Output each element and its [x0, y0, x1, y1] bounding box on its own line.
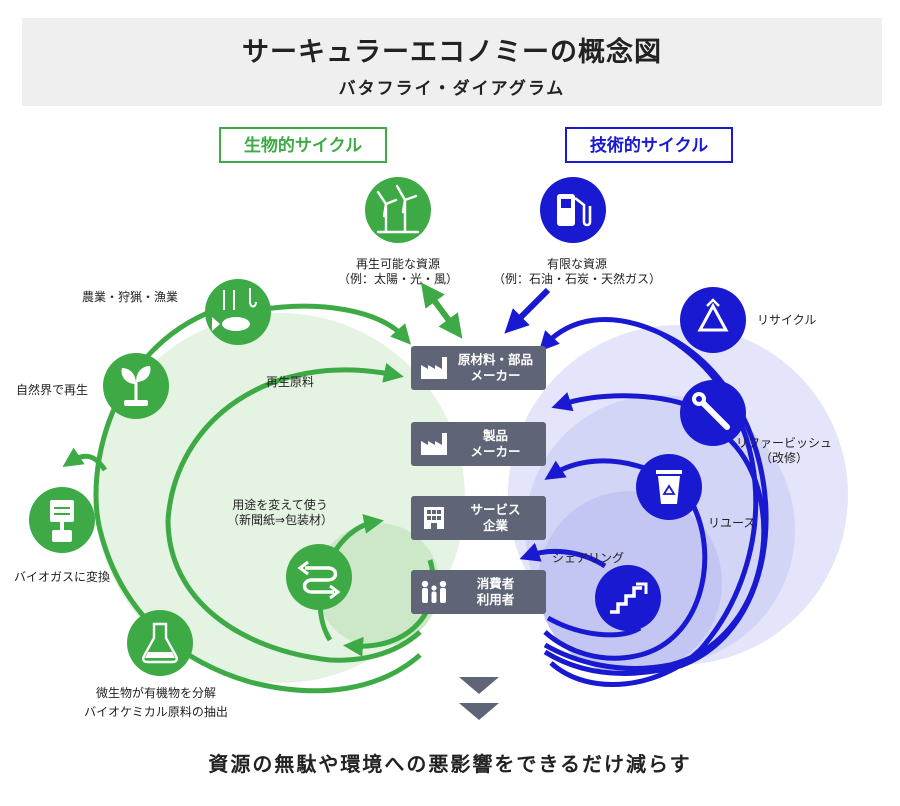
reuse-label: リユース [708, 516, 756, 530]
renewable-resource-label: 再生可能な資源 （例：太陽・光・風） [337, 257, 458, 286]
flow-box-line2: メーカー [470, 368, 521, 383]
down-arrow-1 [459, 677, 499, 694]
flow-box-line2: 企業 [482, 518, 508, 533]
recycle-arrow [538, 317, 759, 688]
wind-turbine-icon [365, 177, 431, 243]
biological-cycle-label: 生物的サイクル [219, 127, 387, 163]
flow-box-line1: サービス [470, 502, 521, 517]
agriculture-fish-icon [205, 279, 271, 345]
biological-outer-loop [257, 303, 412, 345]
factory-icon [421, 357, 447, 379]
header-banner: サーキュラーエコノミーの概念図 バタフライ・ダイアグラム [22, 18, 882, 106]
recycle-bin-icon [636, 454, 702, 520]
flow-box-line1: 消費者 [476, 576, 515, 591]
biogas-plant-icon [29, 487, 95, 553]
renewable-material-loop [165, 519, 422, 663]
renewable-resource-arrow [420, 282, 463, 339]
flow-box-service-company: サービス 企業 [411, 496, 546, 540]
sharing-loop [546, 615, 642, 638]
factory-icon [421, 433, 447, 455]
office-building-icon [424, 507, 444, 529]
cascade-reuse-icon [286, 544, 352, 610]
flask-icon [127, 610, 193, 676]
flow-box-consumer: 消費者 利用者 [411, 570, 546, 614]
down-arrow-2 [459, 703, 499, 720]
biogas-label: バイオガスに変換 [14, 570, 111, 584]
page-title: サーキュラーエコノミーの概念図 [242, 37, 662, 68]
reuse-arrow [544, 458, 651, 480]
regenerate-label: 自然界で再生 [16, 383, 89, 397]
microbe-label: 微生物が有機物を分解 バイオケミカル原料の抽出 [84, 686, 228, 719]
refurbish-loop [543, 438, 767, 671]
sharing-label: シェアリング [552, 551, 625, 565]
page-subtitle: バタフライ・ダイアグラム [338, 79, 566, 99]
sprout-icon [103, 353, 169, 419]
fuel-pump-icon [540, 177, 606, 243]
people-icon [421, 580, 447, 603]
renewable-material-arrow [165, 363, 404, 521]
conclusion-text: 資源の無駄や環境への悪影響をできるだけ減らす [208, 752, 692, 776]
finite-resource-arrow [504, 287, 551, 334]
flow-box-line2: 利用者 [476, 592, 515, 607]
flow-box-line1: 製品 [482, 428, 508, 443]
sharing-arrow [519, 542, 607, 569]
flow-box-line1: 原材料・部品 [457, 352, 533, 367]
reuse-loop [543, 503, 708, 661]
wrench-icon [680, 380, 746, 446]
cascade-label: 用途を変えて使う （新聞紙⇒包装材） [226, 498, 334, 527]
biological-inner-fill [316, 523, 440, 647]
renewable-material-label: 再生原料 [266, 375, 315, 389]
technical-cycle-label: 技術的サイクル [565, 127, 733, 163]
flow-box-line2: メーカー [470, 444, 521, 459]
flow-box-product-maker: 製品 メーカー [411, 422, 546, 466]
biogas-arrow [62, 447, 108, 472]
recycle-icon [680, 287, 746, 353]
finite-resource-label: 有限な資源 （例：石油・石炭・天然ガス） [492, 257, 661, 286]
recycle-label: リサイクル [757, 313, 817, 327]
flow-box-raw-material-maker: 原材料・部品 メーカー [411, 346, 546, 390]
refurbish-label: リファービッシュ （改修） [735, 436, 832, 465]
sharing-stairs-icon [595, 565, 661, 631]
agriculture-label: 農業・狩猟・漁業 [82, 290, 179, 304]
